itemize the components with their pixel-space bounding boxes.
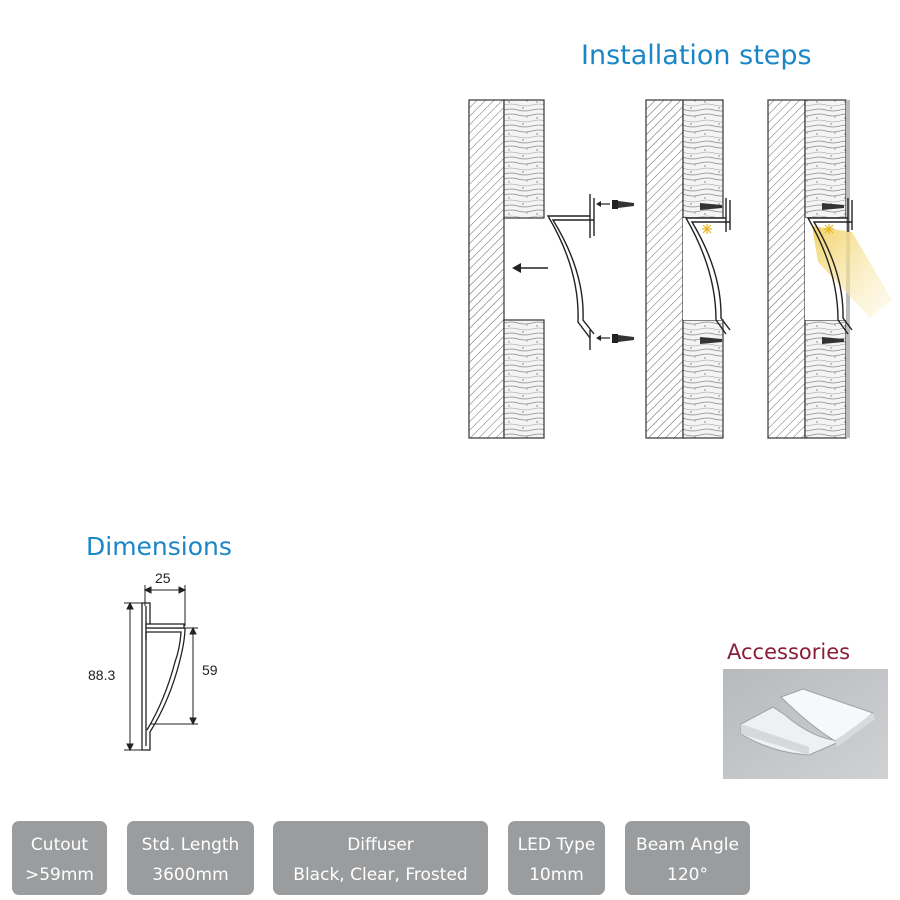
profile-cross-section [141,602,186,751]
step-1-insert-arrow [512,263,548,273]
step-2-profile-installed [684,198,731,335]
dimension-height-line [124,601,150,752]
spec-label: LED Type [517,835,596,855]
dimension-cutout-line [150,626,198,726]
step-2-wall [645,99,724,439]
spec-box-std-length: Std. Length 3600mm [127,821,254,895]
spec-box-beam-angle: Beam Angle 120° [625,821,750,895]
end-cap-left [740,706,842,756]
spec-label: Cutout [30,835,89,855]
accessories-image [723,669,888,779]
step-3-led-icon [824,224,834,234]
step-1-wall [468,99,545,439]
spec-value: >59mm [25,865,94,885]
step-2-screws [700,203,722,344]
installation-steps-title: Installation steps [581,40,812,71]
accessories-title: Accessories [727,640,851,664]
step-1-screw-top [596,200,634,209]
dimensions-title: Dimensions [86,532,232,561]
dimension-width-line [143,585,187,626]
width-dimension-label: 25 [155,570,171,586]
step-1-profile [546,194,595,350]
step-2-led-icon [702,224,712,234]
step-1-screw-bottom [596,334,634,343]
spec-value: 120° [667,865,708,885]
step-3-screws [822,203,844,344]
spec-value: Black, Clear, Frosted [293,865,468,885]
spec-box-cutout: Cutout >59mm [12,821,107,895]
step-3-profile-finished [806,198,853,335]
step-3-light-beam [812,226,892,318]
spec-box-diffuser: Diffuser Black, Clear, Frosted [273,821,488,895]
spec-label: Beam Angle [636,835,739,855]
spec-label: Diffuser [347,835,414,855]
installation-steps-diagram [468,99,892,439]
cutout-depth-label: 59 [202,662,218,678]
spec-value: 10mm [529,865,584,885]
height-dimension-label: 88.3 [88,667,116,683]
spec-label: Std. Length [141,835,240,855]
end-cap-right [780,688,875,747]
spec-box-led-type: LED Type 10mm [508,821,605,895]
spec-value: 3600mm [152,865,229,885]
